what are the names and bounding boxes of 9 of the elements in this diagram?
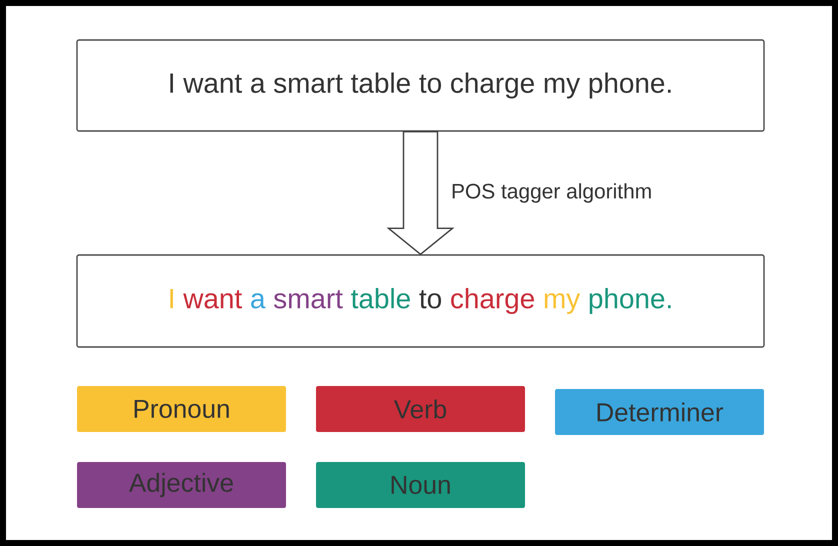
text-box: I want a smart table to charge my phone. bbox=[76, 39, 765, 132]
legend-item: Verb bbox=[316, 386, 525, 432]
legend-item: Noun bbox=[316, 462, 525, 508]
edge-label: POS tagger algorithm bbox=[452, 183, 651, 203]
legend-item: Determiner bbox=[555, 389, 764, 435]
legend-item: Pronoun bbox=[77, 386, 286, 432]
legend-item: Adjective bbox=[77, 462, 286, 508]
text-box: I want a smart table to charge my phone. bbox=[76, 254, 765, 348]
hollow-arrow bbox=[386, 131, 454, 256]
